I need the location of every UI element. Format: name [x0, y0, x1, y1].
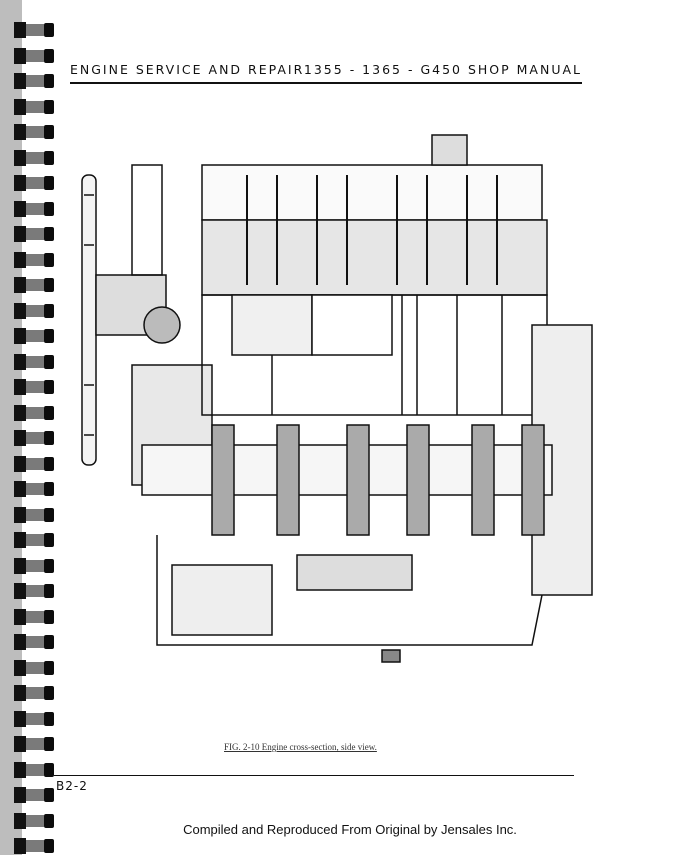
binding-ring	[14, 532, 56, 548]
footer-rule	[54, 775, 574, 776]
binding-ring	[14, 251, 56, 268]
binding-ring	[14, 710, 56, 727]
binding-ring	[14, 583, 56, 599]
binding-ring	[14, 379, 56, 395]
figure-caption: FIG. 2-10 Engine cross-section, side vie…	[224, 742, 377, 752]
page-number: B2-2	[56, 779, 88, 793]
binding-ring	[14, 430, 56, 446]
binding-ring	[14, 149, 56, 166]
binding-ring	[14, 47, 56, 64]
water-pump	[95, 164, 213, 486]
binding-ring	[14, 557, 56, 574]
binding-ring	[14, 226, 56, 242]
binding-ring	[14, 328, 56, 344]
engine-cross-section-drawing	[81, 134, 593, 663]
oil-pan	[156, 535, 543, 663]
crankshaft	[141, 424, 553, 536]
binding-ring	[14, 175, 56, 191]
cylinder-head	[201, 134, 548, 296]
spiral-binding	[0, 0, 62, 855]
binding-ring	[14, 761, 56, 778]
valves	[246, 175, 498, 285]
binding-ring	[14, 506, 56, 523]
binding-ring	[14, 736, 56, 752]
binding-ring	[14, 124, 56, 140]
binding-ring	[14, 455, 56, 472]
binding-ring	[14, 481, 56, 497]
binding-ring	[14, 608, 56, 625]
footer-credit: Compiled and Reproduced From Original by…	[183, 822, 517, 837]
binding-ring	[14, 838, 56, 854]
binding-ring	[14, 787, 56, 803]
binding-ring	[14, 22, 56, 38]
binding-ring	[14, 98, 56, 115]
binding-ring	[14, 302, 56, 319]
binding-ring	[14, 634, 56, 650]
binding-ring	[14, 812, 56, 829]
engine-block	[201, 294, 593, 596]
manual-title: 1355 - 1365 - G450 SHOP MANUAL	[303, 62, 582, 77]
binding-ring	[14, 200, 56, 217]
binding-ring	[14, 659, 56, 676]
binding-ring	[14, 73, 56, 89]
binding-ring	[14, 685, 56, 701]
fan-blade	[81, 174, 97, 466]
binding-ring	[14, 277, 56, 293]
section-title: ENGINE SERVICE AND REPAIR	[70, 62, 305, 77]
page-header: ENGINE SERVICE AND REPAIR 1355 - 1365 - …	[70, 60, 582, 84]
binding-ring	[14, 353, 56, 370]
binding-ring	[14, 404, 56, 421]
